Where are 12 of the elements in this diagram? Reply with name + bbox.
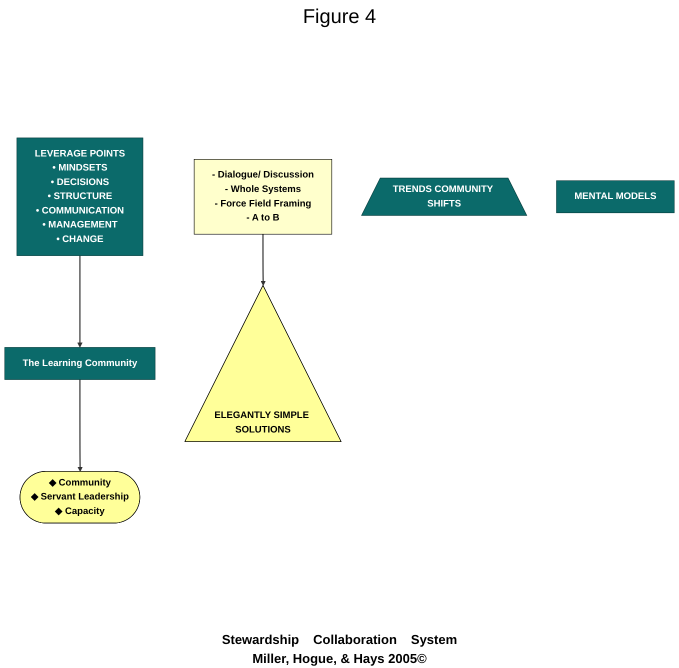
figure-title: Figure 4 xyxy=(302,6,376,29)
node-box: MENTAL MODELS xyxy=(556,180,675,214)
node-box: LEVERAGE POINTS • MINDSETS • DECISIONS • STRUCTURE • COMMUNICATION • MANAGEMENT • CHANGE xyxy=(16,138,144,256)
vertex-label: Stewardship xyxy=(222,632,300,647)
credit-note: Miller, Hogue, & Hays 2005© xyxy=(252,651,427,666)
arrow xyxy=(77,256,83,348)
vertex-label: System xyxy=(410,632,458,647)
node-box: - Dialogue/ Discussion - Whole Systems - Force Field Framing - A to B xyxy=(194,159,332,234)
arrow xyxy=(78,380,83,472)
vertex-label: Collaboration xyxy=(313,632,397,647)
arrow xyxy=(260,234,266,286)
node-box: The Learning Community xyxy=(4,347,156,380)
